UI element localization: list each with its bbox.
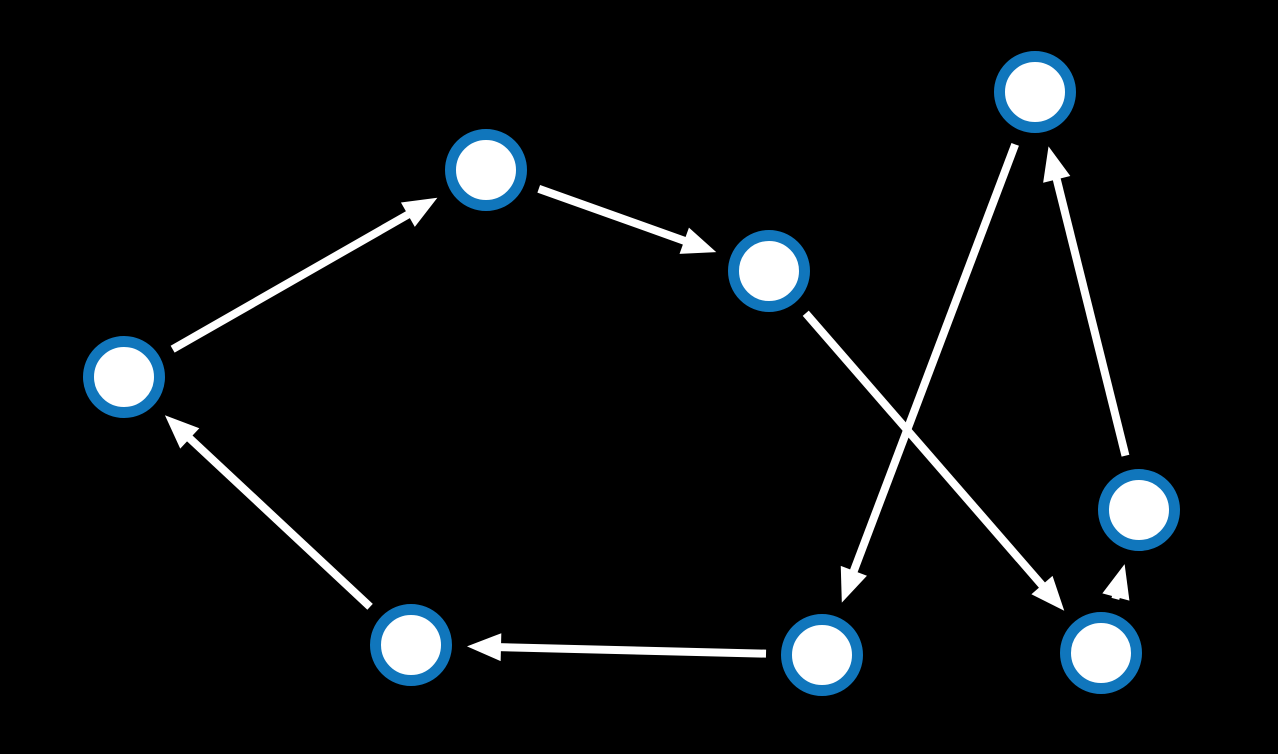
node-upper-left <box>445 129 527 211</box>
arrowhead-n3-to-n1 <box>400 197 438 227</box>
edge-n2-to-n7 <box>802 310 1047 590</box>
edge-n5-to-n3 <box>185 434 373 610</box>
arrowhead-n6-to-n5 <box>466 633 502 662</box>
arrowhead-n5-to-n3 <box>164 415 200 449</box>
node-bottom-left <box>370 604 452 686</box>
node-middle <box>728 230 810 312</box>
arrowhead-n2-to-n7 <box>1031 575 1065 611</box>
edge-n1-to-n2 <box>537 185 688 246</box>
node-left <box>83 336 165 418</box>
arrowhead-n1-to-n2 <box>679 227 717 254</box>
edge-n6-to-n5 <box>498 643 767 658</box>
edge-n4-to-n0 <box>1052 176 1130 457</box>
arrowhead-n7-to-n4 <box>1102 564 1130 601</box>
node-right <box>1098 469 1180 551</box>
edge-n3-to-n1 <box>170 210 412 353</box>
arrowhead-n4-to-n0 <box>1043 146 1071 183</box>
arrowhead-n0-to-n6 <box>840 565 867 603</box>
node-top-right <box>994 51 1076 133</box>
node-bottom-center <box>781 614 863 696</box>
node-bottom-right <box>1060 612 1142 694</box>
edge-n0-to-n6 <box>849 142 1019 575</box>
